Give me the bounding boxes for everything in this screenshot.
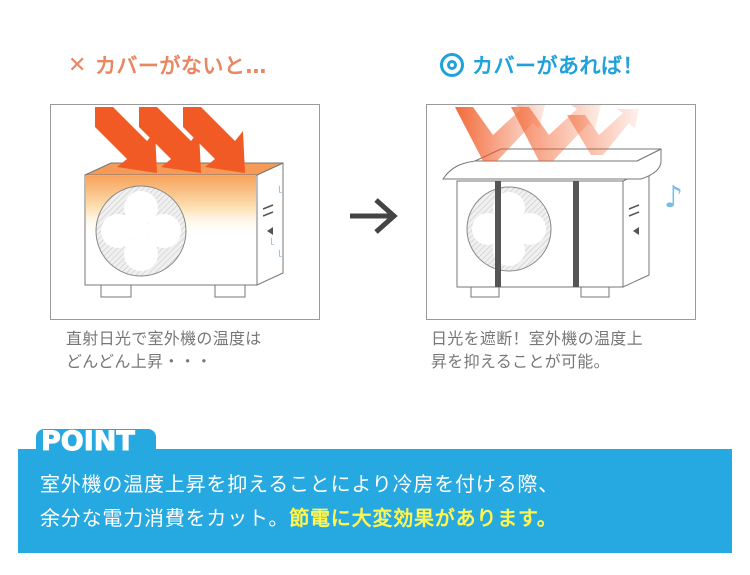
point-box [18,449,732,553]
with-cover-caption: 日光を遮断！室外機の温度上 昇を抑えることが可能。 [431,329,643,371]
ac-unit-hot-graphic: ｌ ｌ ｌ [84,107,284,298]
reflected-sun-rays [455,105,639,161]
with-cover-illustration [426,104,696,320]
svg-text:ｌ: ｌ [267,237,276,248]
with-cover-heading-text: カバーがあれば！ [472,54,644,78]
ac-unit-covered-graphic [442,105,662,298]
cross-icon: ✕ [68,52,87,78]
point-text: 室外機の温度上昇を抑えることにより冷房を付ける際、 余分な電力消費をカット。節電… [40,467,730,535]
sun-ray-arrows [95,107,245,173]
point-label: POINT [41,426,136,458]
svg-text:ｌ: ｌ [275,249,284,260]
with-cover-heading: カバーがあれば！ [440,50,644,80]
svg-text:ｌ: ｌ [275,185,284,196]
point-highlight: 節電に大変効果があります。 [289,506,558,530]
right-arrow-icon [350,198,398,234]
point-line-2-plain: 余分な電力消費をカット。 [40,506,290,530]
no-cover-heading: ✕ カバーがないと… [68,50,267,80]
music-note-icon: ♪ [664,180,684,215]
point-line-1: 室外機の温度上昇を抑えることにより冷房を付ける際、 [40,472,559,496]
no-cover-heading-text: カバーがないと… [94,54,267,78]
point-line-2: 余分な電力消費をカット。節電に大変効果があります。 [40,501,730,535]
no-cover-illustration: ｌ ｌ ｌ [50,104,320,320]
no-cover-caption: 直射日光で室外機の温度は どんどん上昇・・・ [66,329,262,371]
double-circle-icon [440,53,464,77]
